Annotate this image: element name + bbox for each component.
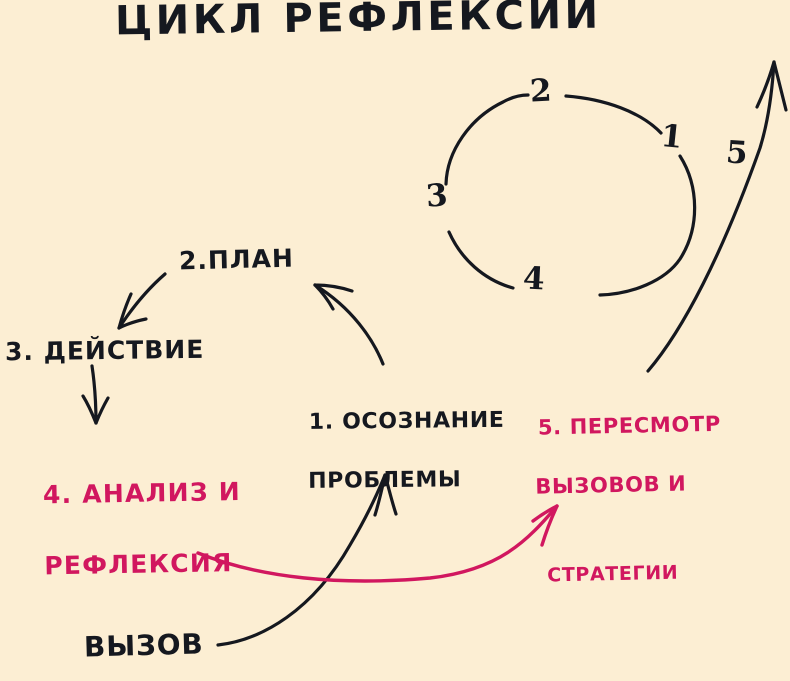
step-5-line-2: ВЫЗОВОВ И [535, 471, 687, 500]
cycle-arc-3-to-2 [444, 93, 530, 186]
arrow-plan-to-action-head [117, 292, 148, 330]
arrow-challenge-to-awareness-shaft [216, 473, 387, 647]
arrow-action-to-analysis-shaft [90, 364, 98, 425]
step-5-review-label: 5. ПЕРЕСМОТР ВЫЗОВОВ И СТРАТЕГИИ [505, 380, 725, 650]
step-5-line-1: 5. ПЕРЕСМОТР [537, 411, 722, 440]
arrow-action-to-analysis-head [81, 394, 110, 425]
step-1-line-1: 1. ОСОЗНАНИЕ [308, 407, 505, 435]
arrow-challenge-to-awareness-head [373, 473, 398, 517]
step-5-line-3: СТРАТЕГИИ [547, 561, 679, 587]
cycle-arc-2-to-1 [564, 94, 663, 135]
arrow-awareness-to-plan-shaft [313, 283, 385, 366]
arrow-to-next-cycle-shaft [646, 60, 776, 373]
arrow-challenge-to-review-head [531, 504, 559, 547]
arrow-awareness-to-plan-head [313, 283, 354, 311]
page-title: ЦИКЛ РЕФЛЕКСИИ [114, 0, 602, 45]
cycle-arc-4-to-3 [447, 230, 515, 290]
cycle-number-3: 3 [424, 177, 450, 215]
step-1-line-2: ПРОБЛЕМЫ [308, 467, 462, 494]
challenge-label: ВЫЗОВ [83, 627, 205, 664]
step-2-plan-label: 2.ПЛАН [178, 243, 295, 276]
cycle-number-5: 5 [724, 134, 750, 172]
step-4-analysis-label: 4. АНАЛИЗ И РЕФЛЕКСИЯ [2, 438, 244, 655]
step-3-action-label: 3. ДЕЙСТВИЕ [4, 334, 205, 367]
cycle-arc-1-to-4 [598, 154, 697, 297]
step-4-line-2: РЕФЛЕКСИЯ [44, 547, 233, 580]
arrow-plan-to-action-shaft [117, 272, 167, 330]
step-1-awareness-label: 1. ОСОЗНАНИЕ ПРОБЛЕМЫ [275, 376, 506, 557]
arrow-to-next-cycle-head [755, 60, 788, 112]
cycle-number-2: 2 [529, 72, 554, 110]
cycle-number-1: 1 [659, 117, 686, 157]
arrow-challenge-to-review-shaft [196, 504, 559, 583]
cycle-number-4: 4 [522, 260, 547, 298]
step-4-line-1: 4. АНАЛИЗ И [42, 476, 242, 509]
